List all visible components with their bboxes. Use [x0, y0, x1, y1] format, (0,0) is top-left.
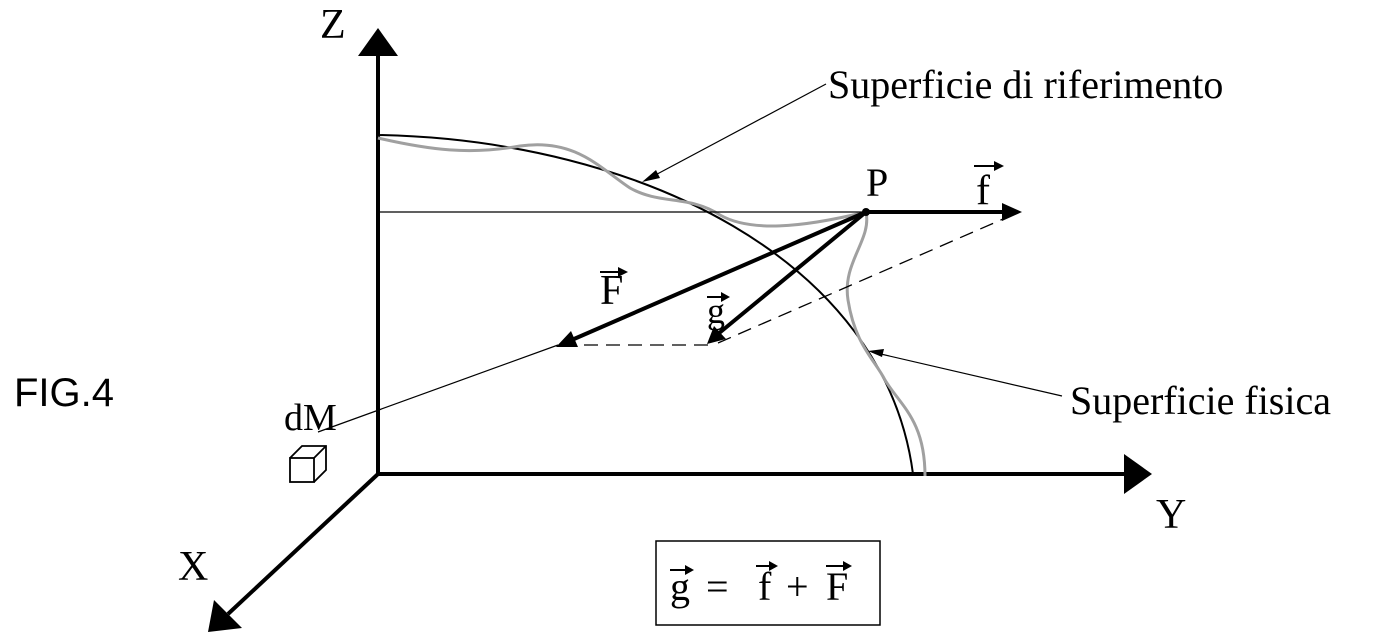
- svg-text:F: F: [600, 268, 623, 314]
- vector-F: [573, 210, 867, 341]
- formula-box: [655, 540, 881, 626]
- label-g: g: [707, 291, 730, 331]
- x-axis-arrowhead: [208, 600, 242, 632]
- z-axis-arrowhead: [358, 28, 398, 56]
- vector-F-arrowhead: [556, 331, 578, 347]
- formula-term2: F: [826, 564, 848, 609]
- label-f: f: [974, 161, 1004, 214]
- point-p-label: P: [866, 160, 888, 205]
- mass-element-cube-icon: [289, 445, 327, 483]
- point-p-dot: [862, 208, 870, 216]
- x-axis: [226, 472, 380, 616]
- formula-lhs: g: [670, 564, 690, 609]
- dm-to-force-line: [317, 344, 559, 433]
- dashed-f-parallel: [717, 215, 1011, 344]
- svg-text:f: f: [976, 168, 990, 214]
- formula-equals: =: [706, 564, 729, 609]
- svg-text:g: g: [707, 291, 725, 331]
- z-axis-label: Z: [320, 2, 346, 48]
- physical-surface-curve: [377, 136, 927, 477]
- figure-label: FIG.4: [14, 371, 114, 415]
- mass-element-label: dM: [284, 397, 337, 439]
- formula-plus: +: [786, 564, 809, 609]
- formula-term1: f: [758, 564, 772, 609]
- label-F: F: [600, 267, 628, 314]
- y-axis-label: Y: [1156, 492, 1186, 538]
- vector-f-arrowhead: [1002, 203, 1022, 221]
- reference-surface-label: Superficie di riferimento: [828, 62, 1223, 107]
- physical-surface-leader: [871, 351, 1063, 397]
- formula: g = f + F: [670, 561, 852, 609]
- reference-surface-leader-arrowhead: [642, 170, 660, 182]
- reference-surface-curve: [377, 134, 914, 475]
- reference-surface-leader: [645, 83, 827, 181]
- x-axis-label: X: [178, 544, 208, 590]
- vector-g-arrowhead: [707, 326, 726, 344]
- physical-surface-leader-arrowhead: [868, 349, 884, 357]
- vector-g: [716, 210, 868, 336]
- y-axis-arrowhead: [1124, 454, 1152, 494]
- physical-surface-label: Superficie fisica: [1070, 378, 1331, 423]
